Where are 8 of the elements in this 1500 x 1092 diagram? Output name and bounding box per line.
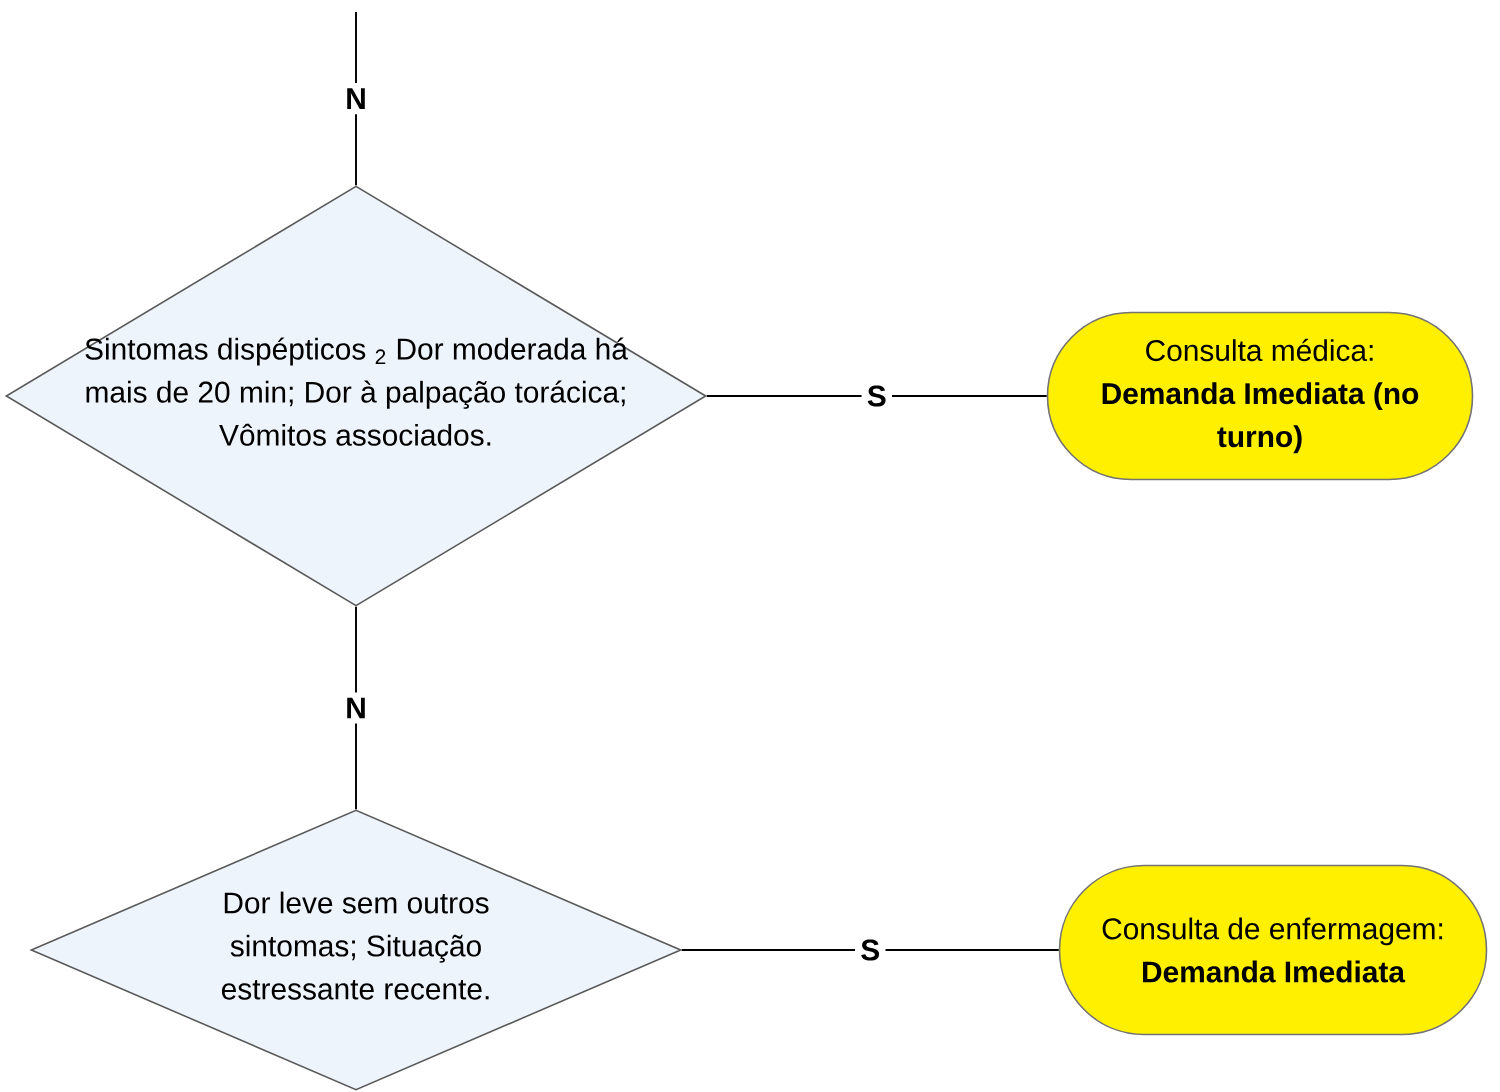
edge-label: N [339, 692, 373, 724]
connector-line [705, 395, 1048, 397]
edge-label: S [855, 934, 886, 966]
terminal-box: Consulta médica: Demanda Imediata (no turno) [1046, 311, 1474, 481]
terminal-box: Consulta de enfermagem: Demanda Imediata [1058, 864, 1488, 1036]
edge-label: S [861, 380, 892, 412]
edge-label: N [339, 83, 373, 115]
connector-line [680, 949, 1060, 951]
